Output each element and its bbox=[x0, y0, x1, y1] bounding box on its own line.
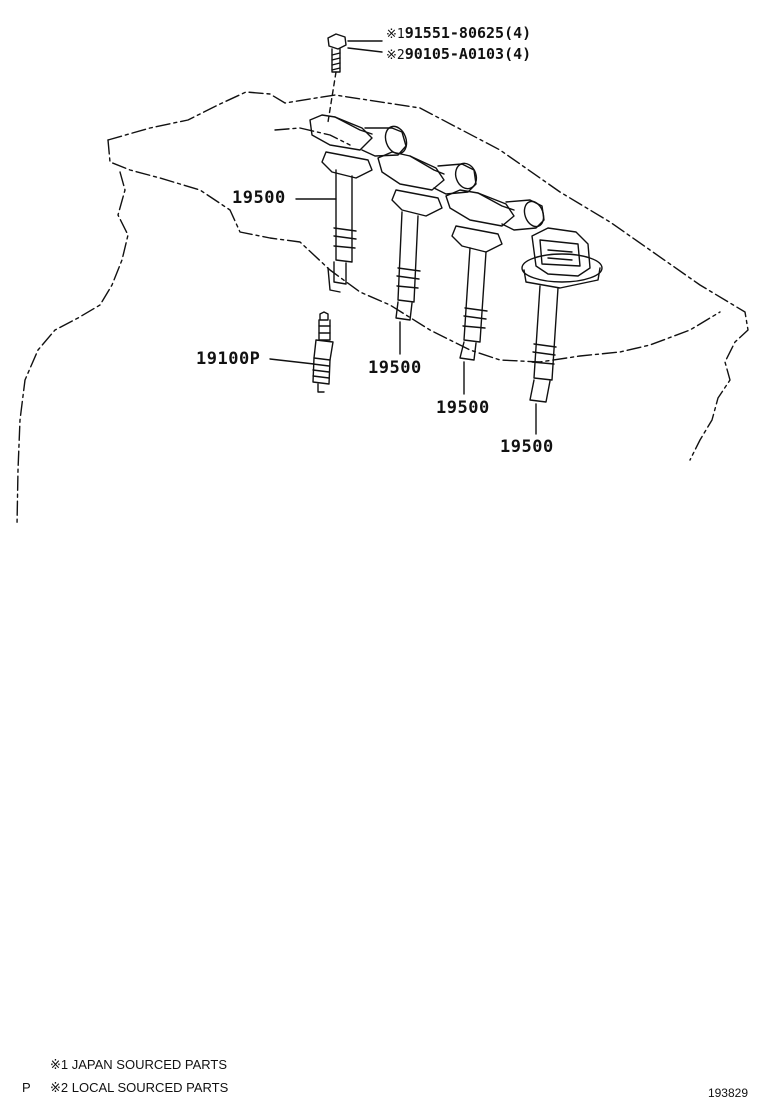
ignition-coil-1 bbox=[309, 114, 408, 293]
leader-lines bbox=[269, 198, 537, 435]
footnote-japan: ※1 JAPAN SOURCED PARTS bbox=[50, 1057, 228, 1072]
spark-plug bbox=[312, 311, 334, 393]
ignition-coil-2 bbox=[377, 151, 478, 321]
bolt-ref-japan: ※191551-80625(4) bbox=[386, 24, 532, 42]
coil-2-callout: 19500 bbox=[368, 358, 422, 378]
spark-plug-callout: 19100P bbox=[196, 349, 261, 369]
illustration-code: 193829 bbox=[707, 1086, 748, 1100]
engine-head-outline bbox=[16, 91, 749, 526]
ignition-coil-4 bbox=[521, 227, 603, 403]
coil-3-callout: 19500 bbox=[436, 398, 490, 418]
local-mark: ※2 bbox=[386, 48, 405, 63]
japan-mark: ※1 bbox=[386, 27, 405, 42]
bolt-ref-local: ※290105-A0103(4) bbox=[386, 45, 532, 63]
coil-4-callout: 19500 bbox=[500, 437, 554, 457]
local-part-number: 90105-A0103(4) bbox=[404, 45, 532, 63]
footnote-local: ※2 LOCAL SOURCED PARTS bbox=[50, 1080, 229, 1095]
mounting-bolt bbox=[327, 33, 383, 123]
footnote-prefix: P bbox=[22, 1080, 31, 1095]
japan-part-number: 91551-80625(4) bbox=[404, 24, 532, 42]
coil-1-callout: 19500 bbox=[232, 188, 286, 208]
ignition-coil-3 bbox=[445, 189, 545, 361]
